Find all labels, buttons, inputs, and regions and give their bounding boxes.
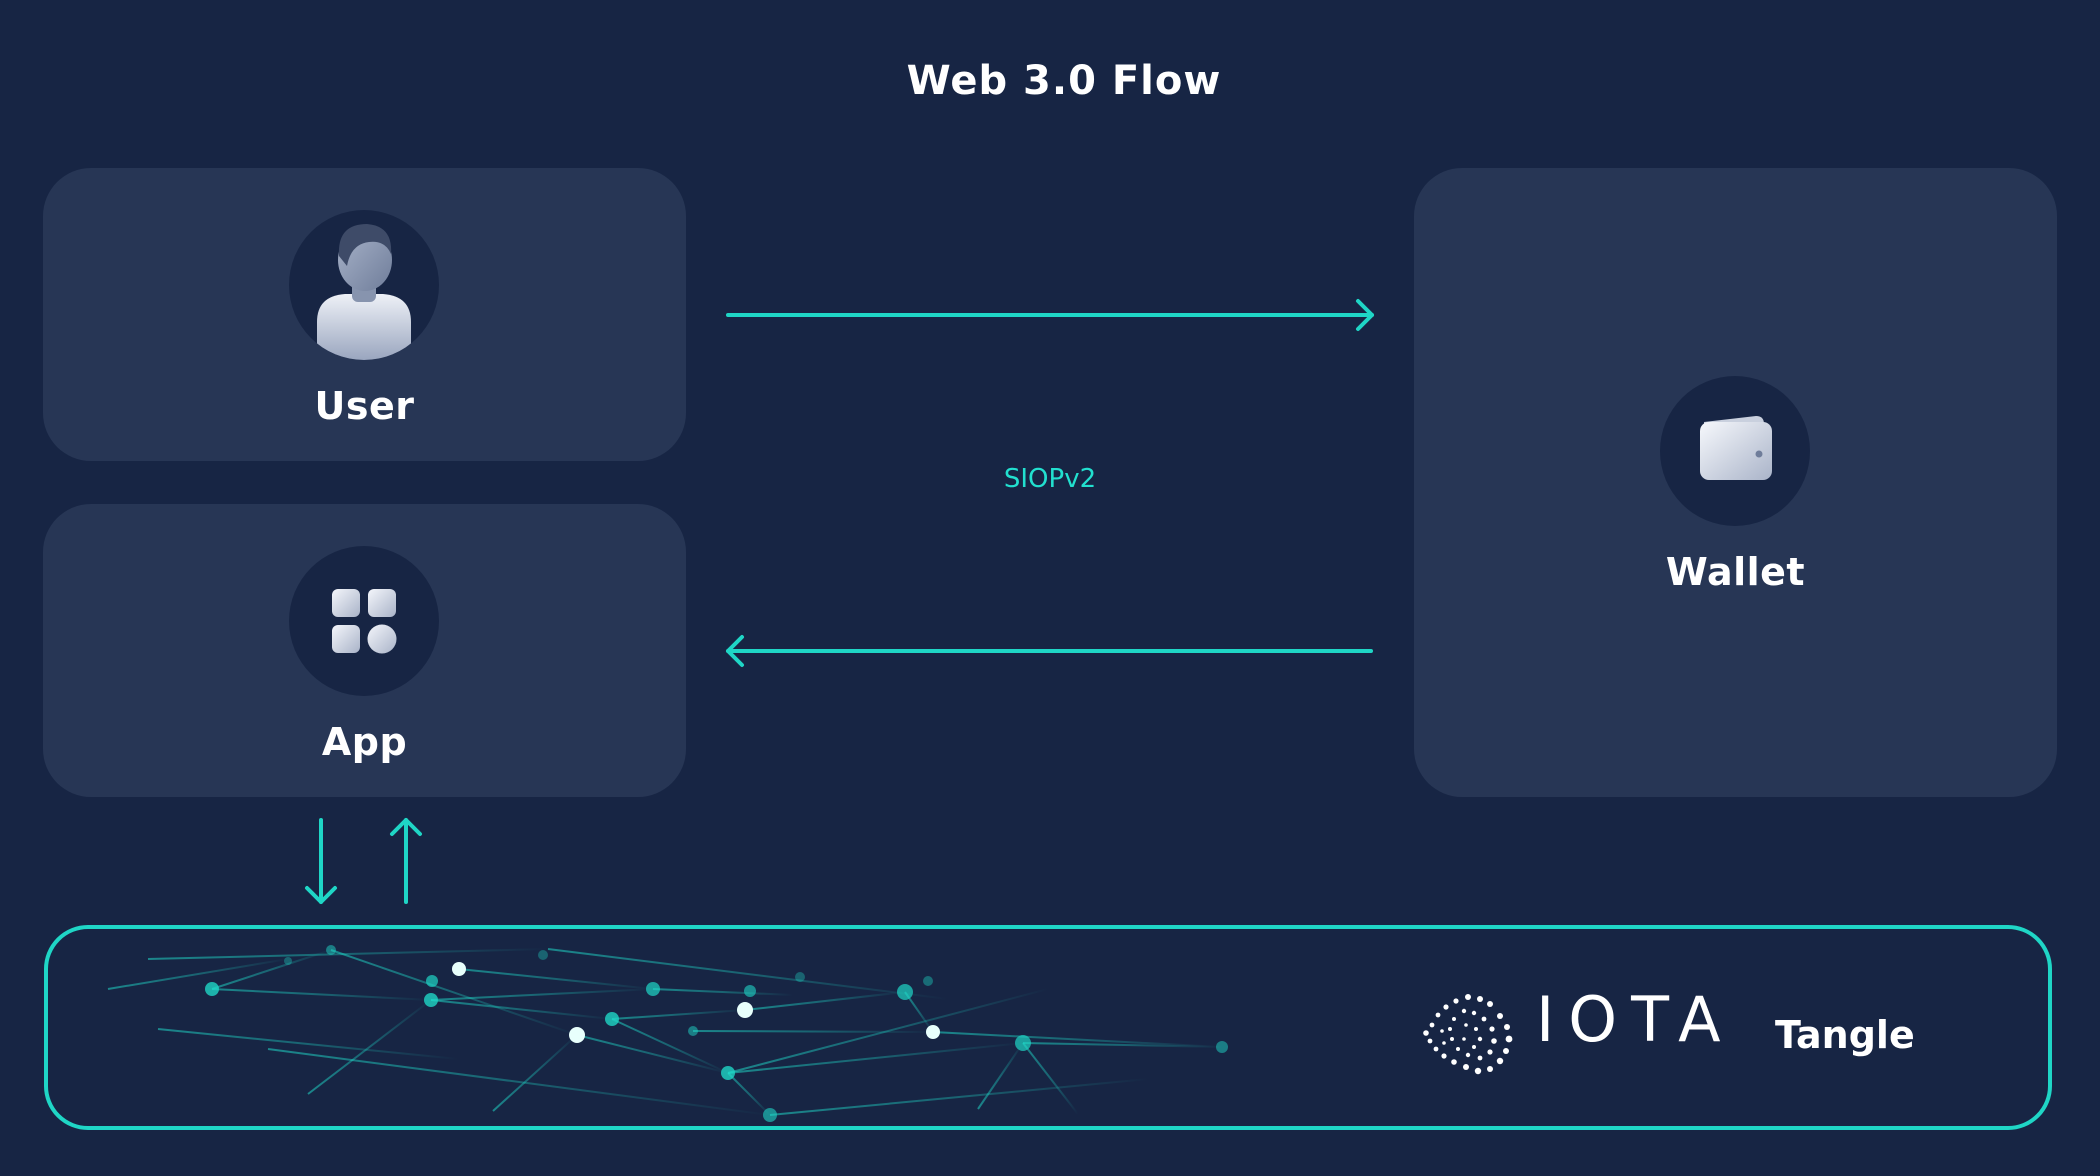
tangle-panel: IOTA Tangle — [44, 925, 2052, 1130]
arrow-user-to-wallet-head — [1356, 299, 1374, 331]
user-avatar-icon — [289, 210, 439, 360]
app-node: App — [43, 504, 686, 797]
protocol-label: SIOPv2 — [1003, 464, 1097, 494]
tangle-network-graphic — [107, 945, 1228, 1122]
wallet-node: Wallet — [1414, 168, 2057, 797]
app-grid-icon — [289, 546, 439, 696]
tangle-label: Tangle — [1775, 1013, 1915, 1057]
iota-brand: IOTA — [1536, 983, 1735, 1056]
user-node: User — [43, 168, 686, 461]
user-label: User — [314, 384, 415, 428]
iota-logo-icon — [1423, 994, 1513, 1075]
arrow-tangle-to-app-head — [390, 818, 422, 836]
diagram-title: Web 3.0 Flow — [906, 58, 1222, 104]
arrow-app-to-tangle-head — [305, 886, 337, 904]
app-label: App — [321, 720, 408, 764]
wallet-label: Wallet — [1665, 550, 1806, 594]
wallet-icon — [1660, 376, 1810, 526]
arrow-wallet-to-app-head — [726, 635, 744, 667]
